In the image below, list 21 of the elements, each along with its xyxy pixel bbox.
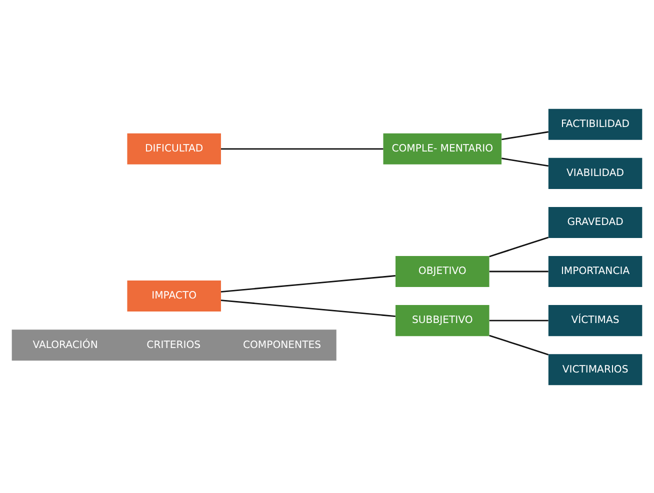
connector <box>502 157 548 166</box>
node-box: FACTIBILIDAD <box>548 108 642 140</box>
node-box: COMPLE- MENTARIO <box>383 132 502 164</box>
node-box: DIFICULTAD <box>127 132 221 164</box>
connector <box>502 130 548 140</box>
connector <box>220 299 396 317</box>
node-box: VICTIMARIOS <box>548 354 642 385</box>
node-box: VÍCTIMAS <box>548 304 642 336</box>
connector <box>221 148 384 150</box>
node-box: OBJETIVO <box>396 256 490 287</box>
node-box: VIABILIDAD <box>548 157 642 188</box>
connector <box>489 319 548 321</box>
node-box: IMPACTO <box>127 280 221 312</box>
node-box: IMPORTANCIA <box>548 256 642 287</box>
node-box: GRAVEDAD <box>548 206 642 238</box>
connector <box>489 236 549 257</box>
connector <box>220 274 396 292</box>
connector <box>489 334 549 355</box>
node-box: VALORACIÓN CRITERIOS COMPONENTES <box>12 329 336 360</box>
connector <box>489 270 548 272</box>
node-box: SUBBJETIVO <box>396 304 490 336</box>
